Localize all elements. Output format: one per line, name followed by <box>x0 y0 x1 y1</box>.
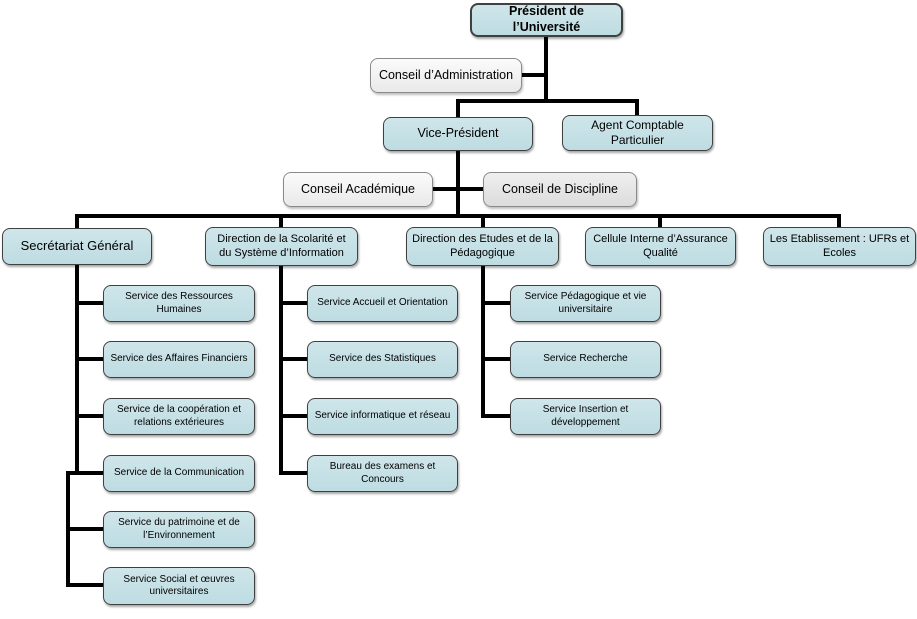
connector-drop-vice-president <box>456 99 460 117</box>
node-label: Cellule Interne d’Assurance Qualité <box>593 232 728 259</box>
node-cellule-qualite: Cellule Interne d’Assurance Qualité <box>585 227 736 266</box>
node-label: Service informatique et réseau <box>314 410 451 422</box>
connector-drop-secretariat <box>75 214 79 228</box>
node-label: Service des Ressources Humaines <box>125 291 233 315</box>
node-service-insertion: Service Insertion et développement <box>510 398 661 435</box>
connector-drop-etablissements <box>837 214 841 228</box>
connector-stub-conseil-discipline <box>456 187 485 191</box>
connector-stub-statistiques <box>281 357 307 361</box>
node-agent-comptable: Agent Comptable Particulier <box>562 115 713 151</box>
node-bureau-examens: Bureau des examens et Concours <box>307 455 458 492</box>
node-label: Service des Statistiques <box>329 353 436 365</box>
connector-drop-scolarite <box>279 214 283 228</box>
node-label: Service Social et œuvres universitaires <box>123 573 235 598</box>
node-conseil-academique: Conseil Académique <box>283 172 433 207</box>
node-service-social: Service Social et œuvres universitaires <box>103 567 255 605</box>
connector-scolarite-spine <box>279 266 283 475</box>
node-label: Les Etablissement : UFRs et Ecoles <box>769 232 910 259</box>
node-service-patrimoine: Service du patrimoine et de l’Environnem… <box>103 511 255 548</box>
node-label: Conseil de Discipline <box>501 181 619 196</box>
node-direction-etudes: Direction des Etudes et de la Pédagogiqu… <box>406 227 559 266</box>
connector-stub-pedagogique <box>483 301 510 305</box>
node-service-communication: Service de la Communication <box>103 455 255 492</box>
node-service-pedagogique: Service Pédagogique et vie universitaire <box>510 285 661 322</box>
node-service-cooperation: Service de la coopération et relations e… <box>103 398 255 435</box>
node-label: Bureau des examens et Concours <box>329 461 436 485</box>
connector-stub-recherche <box>483 357 510 361</box>
node-label: Direction des Etudes et de la Pédagogiqu… <box>412 232 553 259</box>
connector-stub-conseil-administration <box>520 73 548 77</box>
node-service-informatique: Service informatique et réseau <box>307 398 458 435</box>
connector-stub-insertion <box>483 414 510 418</box>
node-label: Président de l’Université <box>508 4 585 34</box>
node-service-recherche: Service Recherche <box>510 341 661 378</box>
node-label: Service Accueil et Orientation <box>317 297 448 309</box>
node-label: Conseil Académique <box>301 181 415 196</box>
connector-president-trunk <box>544 37 548 101</box>
connector-secretariat-spine <box>75 265 79 475</box>
node-direction-scolarite: Direction de la Scolarité et du Système … <box>205 227 358 266</box>
node-label: Conseil d’Administration <box>378 67 514 82</box>
connector-stub-examens <box>281 471 307 475</box>
node-label: Service Pédagogique et vie universitaire <box>524 291 647 315</box>
connector-stub-cooperation <box>77 414 103 418</box>
connector-vice-president-trunk <box>456 151 460 218</box>
node-service-accueil-orientation: Service Accueil et Orientation <box>307 285 458 322</box>
node-president: Président de l’Université <box>470 3 623 37</box>
node-label: Service de la Communication <box>113 467 245 479</box>
node-label: Service Insertion et développement <box>542 404 629 428</box>
connector-department-distributor <box>75 214 841 218</box>
node-label: Service des Affaires Financiers <box>110 353 248 365</box>
node-service-ressources-humaines: Service des Ressources Humaines <box>103 285 255 322</box>
connector-split-president <box>456 99 639 103</box>
connector-stub-patrimoine <box>66 527 103 531</box>
connector-stub-finances <box>77 357 103 361</box>
connector-drop-cellule <box>658 214 662 228</box>
connector-etudes-spine <box>481 266 485 418</box>
connector-stub-communication <box>66 471 103 475</box>
node-secretariat-general: Secrétariat Général <box>2 228 152 265</box>
connector-drop-etudes <box>481 214 485 228</box>
node-label: Secrétariat Général <box>20 238 134 254</box>
node-vice-president: Vice-Président <box>383 117 533 151</box>
node-service-affaires-financiers: Service des Affaires Financiers <box>103 341 255 378</box>
connector-stub-social <box>66 583 103 587</box>
node-label: Service Recherche <box>543 353 628 365</box>
node-service-statistiques: Service des Statistiques <box>307 341 458 378</box>
connector-stub-conseil-academique <box>431 187 460 191</box>
connector-stub-rh <box>77 301 103 305</box>
connector-stub-accueil <box>281 301 307 305</box>
node-conseil-administration: Conseil d’Administration <box>370 58 522 93</box>
node-label: Vice-Président <box>417 126 499 141</box>
connector-stub-informatique <box>281 414 307 418</box>
node-label: Service de la coopération et relations e… <box>117 404 241 428</box>
node-label: Agent Comptable Particulier <box>591 118 684 147</box>
node-label: Service du patrimoine et de l’Environnem… <box>118 517 240 541</box>
node-label: Direction de la Scolarité et du Système … <box>217 232 346 259</box>
node-conseil-discipline: Conseil de Discipline <box>483 172 637 207</box>
connector-drop-agent-comptable <box>635 99 639 115</box>
node-etablissements: Les Etablissement : UFRs et Ecoles <box>763 227 916 266</box>
